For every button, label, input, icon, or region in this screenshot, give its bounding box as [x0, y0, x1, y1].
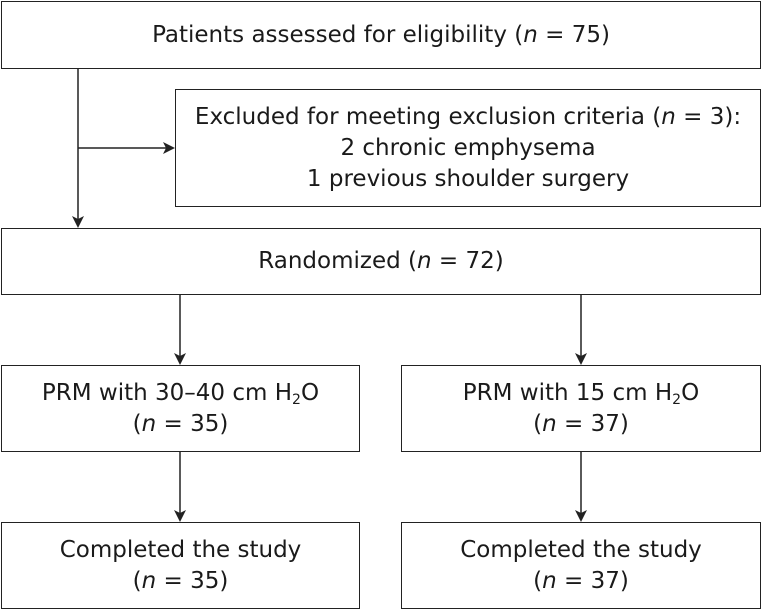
group-b-box: PRM with 15 cm H2O (n = 37) [401, 365, 761, 452]
completed-b-count: (n = 37) [533, 567, 629, 594]
randomized-box: Randomized (n = 72) [1, 228, 761, 295]
group-a-count: (n = 35) [132, 410, 229, 437]
excluded-heading: Excluded for meeting exclusion criteria … [194, 103, 742, 130]
group-b-count: (n = 37) [533, 410, 629, 437]
completed-a-label: Completed the study [59, 536, 302, 563]
completed-a-box: Completed the study (n = 35) [1, 522, 360, 609]
group-b-label: PRM with 15 cm H2O [462, 379, 700, 408]
excluded-reason-2: 1 previous shoulder surgery [306, 165, 630, 192]
excluded-reason-1: 2 chronic emphysema [340, 134, 596, 161]
assessed-text: Patients assessed for eligibility (n = 7… [152, 21, 610, 48]
randomized-text: Randomized (n = 72) [258, 248, 504, 274]
completed-a-count: (n = 35) [132, 567, 229, 594]
completed-b-box: Completed the study (n = 37) [401, 522, 761, 609]
completed-b-label: Completed the study [460, 536, 702, 563]
group-a-box: PRM with 30–40 cm H2O (n = 35) [1, 365, 360, 452]
assessed-box: Patients assessed for eligibility (n = 7… [1, 1, 761, 69]
excluded-box: Excluded for meeting exclusion criteria … [175, 89, 761, 207]
group-a-label: PRM with 30–40 cm H2O [41, 379, 320, 408]
